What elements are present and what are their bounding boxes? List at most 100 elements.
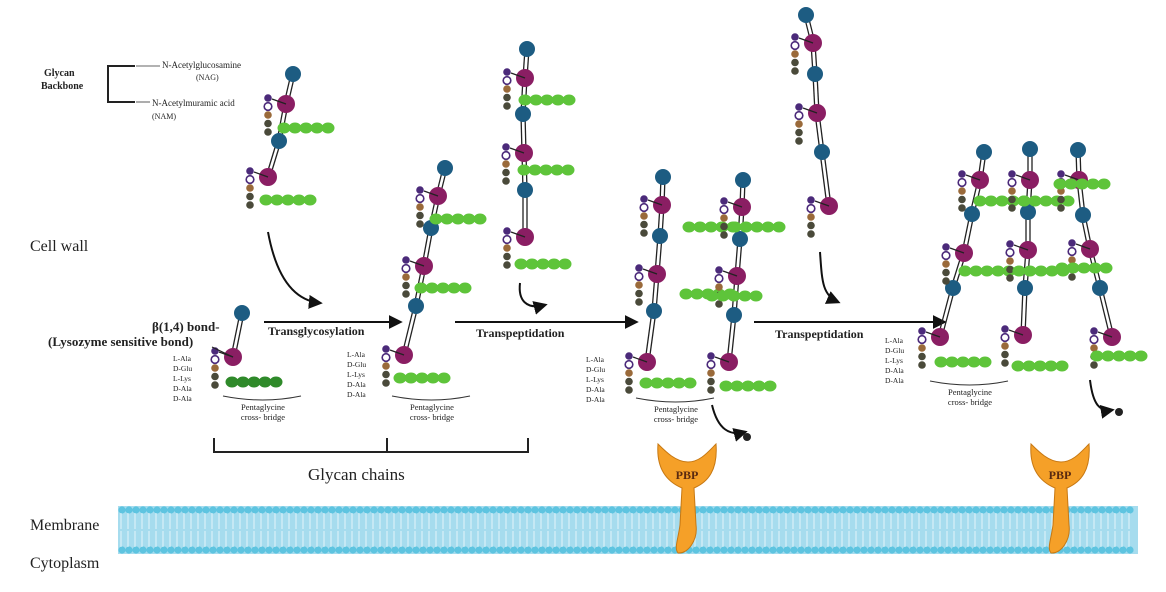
lipid-head xyxy=(118,546,126,554)
lipid-head xyxy=(531,506,539,514)
lipid-head xyxy=(629,546,637,554)
lipid-head xyxy=(790,506,798,514)
stem-bond xyxy=(423,190,439,197)
process-arrow xyxy=(819,251,841,304)
residue-d-ala xyxy=(795,137,803,145)
residue-l-ala xyxy=(635,264,643,272)
lipid-head xyxy=(188,546,196,554)
lipid-head xyxy=(328,506,336,514)
glycine xyxy=(738,290,752,302)
lipid-head xyxy=(153,546,161,554)
lipid-head xyxy=(195,546,203,554)
lipid-head xyxy=(216,546,224,554)
residue-d-ala xyxy=(503,93,511,102)
lipid-head xyxy=(594,506,602,514)
lipid-head xyxy=(559,546,567,554)
lipid-head xyxy=(279,546,287,554)
residue-d-ala xyxy=(402,281,410,290)
lipid-head xyxy=(874,546,882,554)
glycine xyxy=(984,195,998,207)
stem-bond xyxy=(802,107,818,114)
peptide-stem xyxy=(639,195,663,237)
residue-d-ala xyxy=(1008,204,1016,212)
residue-l-ala xyxy=(264,94,272,102)
glycine xyxy=(562,94,576,106)
glycine xyxy=(639,377,653,389)
lipid-head xyxy=(930,546,938,554)
peptidoglycan-structures xyxy=(210,7,1148,394)
lipid-head xyxy=(440,506,448,514)
lipid-head xyxy=(657,506,665,514)
glycine xyxy=(679,288,693,300)
lipid-head xyxy=(342,506,350,514)
lipid-head xyxy=(776,546,784,554)
peptide-residue-label: D-Ala xyxy=(885,366,904,375)
lipid-head xyxy=(1000,506,1008,514)
stem-bond xyxy=(271,98,287,105)
process-arrow xyxy=(711,404,748,442)
nag-sugar xyxy=(798,7,814,23)
lipid-head xyxy=(503,546,511,554)
glycan-backbone-bracket xyxy=(107,65,160,103)
residue-l-lys xyxy=(918,344,926,352)
glycine xyxy=(1086,178,1100,190)
residue-l-ala xyxy=(707,352,715,360)
glycan-chain xyxy=(798,7,838,215)
residue-l-lys xyxy=(715,283,723,291)
nag-sugar xyxy=(964,206,980,222)
nag-sugar xyxy=(807,66,823,82)
lipid-head xyxy=(636,546,644,554)
residue-l-ala xyxy=(791,33,799,41)
pentaglycine-bridge xyxy=(1053,178,1111,190)
glycine xyxy=(650,377,664,389)
lipid-head xyxy=(741,546,749,554)
residue-d-ala xyxy=(264,119,272,128)
lipid-head xyxy=(370,546,378,554)
lipid-head xyxy=(475,546,483,554)
peptide-stem xyxy=(719,197,743,239)
lipid-head xyxy=(1098,546,1106,554)
lipid-head xyxy=(713,546,721,554)
lipid-head xyxy=(188,506,196,514)
glycine xyxy=(270,194,284,206)
lipid-head xyxy=(867,506,875,514)
glycine xyxy=(458,282,472,294)
nag-sugar xyxy=(976,144,992,160)
residue-l-ala xyxy=(958,170,966,178)
peptide-residue-label: L-Ala xyxy=(586,355,605,364)
lipid-head xyxy=(468,546,476,554)
peptide-stem xyxy=(790,33,814,75)
residue-d-glu xyxy=(210,354,220,365)
lipid-head xyxy=(230,506,238,514)
lipid-head xyxy=(853,506,861,514)
residue-l-lys xyxy=(1001,342,1009,350)
lipid-head xyxy=(342,546,350,554)
lipid-head xyxy=(167,506,175,514)
lipid-head xyxy=(818,546,826,554)
glycine xyxy=(1028,195,1042,207)
lipid-head xyxy=(461,506,469,514)
pentaglycine-bridge xyxy=(1090,350,1148,362)
residue-d-ala xyxy=(640,229,648,237)
peptide-residue-label: L-Ala xyxy=(347,350,366,359)
glycine xyxy=(525,258,539,270)
process-arrow xyxy=(518,282,548,315)
glycine xyxy=(393,372,407,384)
residue-l-ala xyxy=(416,186,424,194)
pentaglycine-label: Pentaglycine xyxy=(948,387,992,397)
glycan-backbone-label-2: Backbone xyxy=(41,81,84,92)
glycine xyxy=(1077,262,1091,274)
residue-d-ala xyxy=(918,361,926,369)
peptide-stem xyxy=(245,167,269,209)
lipid-head xyxy=(972,546,980,554)
lipid-head xyxy=(944,546,952,554)
lipid-head xyxy=(608,506,616,514)
lipid-head xyxy=(139,546,147,554)
lipid-head xyxy=(230,546,238,554)
lipid-head xyxy=(153,506,161,514)
residue-l-lys xyxy=(382,362,390,370)
lipid-head xyxy=(1014,546,1022,554)
lipid-head xyxy=(244,506,252,514)
peptide-residue-label: D-Ala xyxy=(173,394,192,403)
lipid-head xyxy=(1084,546,1092,554)
